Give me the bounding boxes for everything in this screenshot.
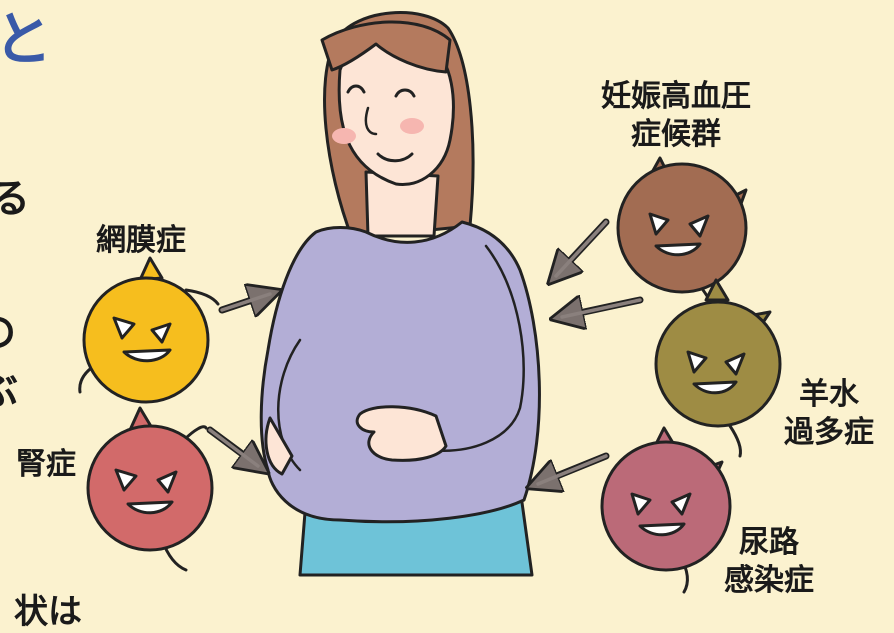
label-polyhydramnios-line1: 羊水 xyxy=(799,377,859,412)
germ-character-icon xyxy=(616,156,748,312)
label-uti-line1: 尿路 xyxy=(739,525,799,560)
germ-character-icon xyxy=(78,256,220,404)
label-preeclampsia: 妊娠高血圧 症候群 xyxy=(566,78,786,154)
label-preeclampsia-line2: 症候群 xyxy=(631,117,721,152)
label-nephropathy: 腎症 xyxy=(16,447,76,482)
cutoff-text-left-a: の xyxy=(0,300,16,358)
label-retinopathy: 網膜症 xyxy=(96,223,186,258)
cutoff-text-top: と xyxy=(0,5,53,73)
germ-character-icon xyxy=(86,406,214,572)
label-preeclampsia-line1: 妊娠高血圧 xyxy=(601,79,751,114)
germ-character-icon xyxy=(654,278,782,458)
woman-sweater xyxy=(259,220,541,524)
cutoff-text-middle: る xyxy=(0,176,30,222)
label-polyhydramnios-line2: 過多症 xyxy=(784,415,874,450)
label-uti-line2: 感染症 xyxy=(724,563,814,598)
woman-hand xyxy=(355,405,448,462)
label-uti: 尿路 感染症 xyxy=(710,524,828,600)
label-polyhydramnios: 羊水 過多症 xyxy=(770,376,888,452)
germ-character-icon xyxy=(600,426,732,594)
pregnant-woman-illustration xyxy=(259,11,541,577)
illustration-artwork xyxy=(78,11,782,594)
illustration-stage: と る の ぶ 状は xyxy=(0,5,888,632)
cutoff-text-left-b: ぶ xyxy=(0,358,18,416)
